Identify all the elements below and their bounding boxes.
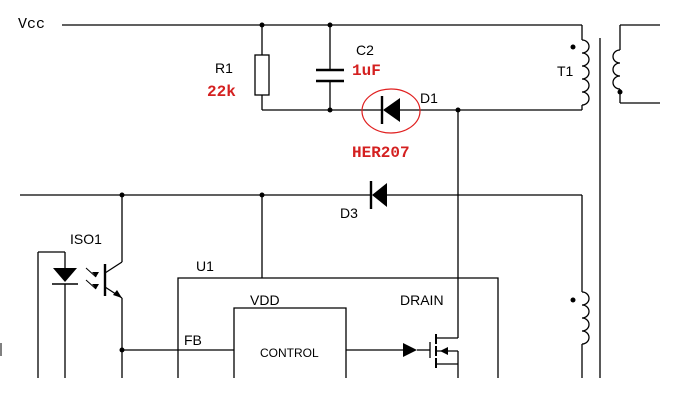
c2-value: 1uF <box>352 62 381 80</box>
optocoupler-iso1: ISO1 <box>37 195 125 378</box>
vcc-label: Vcc <box>18 16 45 33</box>
c2-ref: C2 <box>356 42 374 58</box>
drain-pin-label: DRAIN <box>400 292 444 308</box>
u1-ref: U1 <box>196 258 214 274</box>
d1-part: HER207 <box>352 144 410 162</box>
diode-d3: D3 <box>340 181 387 221</box>
transformer-t1: T1 <box>557 24 660 378</box>
mosfet-switch <box>429 334 459 378</box>
iso1-ref: ISO1 <box>70 231 102 247</box>
r1-value: 22k <box>207 83 236 101</box>
t1-ref: T1 <box>557 63 574 79</box>
capacitor-c2: C2 1uF <box>316 22 381 113</box>
diode-d1: D1 HER207 <box>352 88 438 162</box>
d3-ref: D3 <box>340 205 358 221</box>
r1-ref: R1 <box>215 60 233 76</box>
aux-rail <box>20 192 582 198</box>
d1-highlight-ellipse <box>361 88 421 134</box>
fb-pin-label: FB <box>184 332 202 348</box>
control-block-label: CONTROL <box>260 346 319 360</box>
ic-u1: U1 CONTROL VDD DRAIN FB <box>122 195 499 378</box>
d1-ref: D1 <box>420 90 438 106</box>
resistor-r1: R1 22k <box>207 22 270 110</box>
snubber-node <box>262 107 582 113</box>
vdd-pin-label: VDD <box>250 292 280 308</box>
vcc-rail: Vcc <box>18 16 582 33</box>
